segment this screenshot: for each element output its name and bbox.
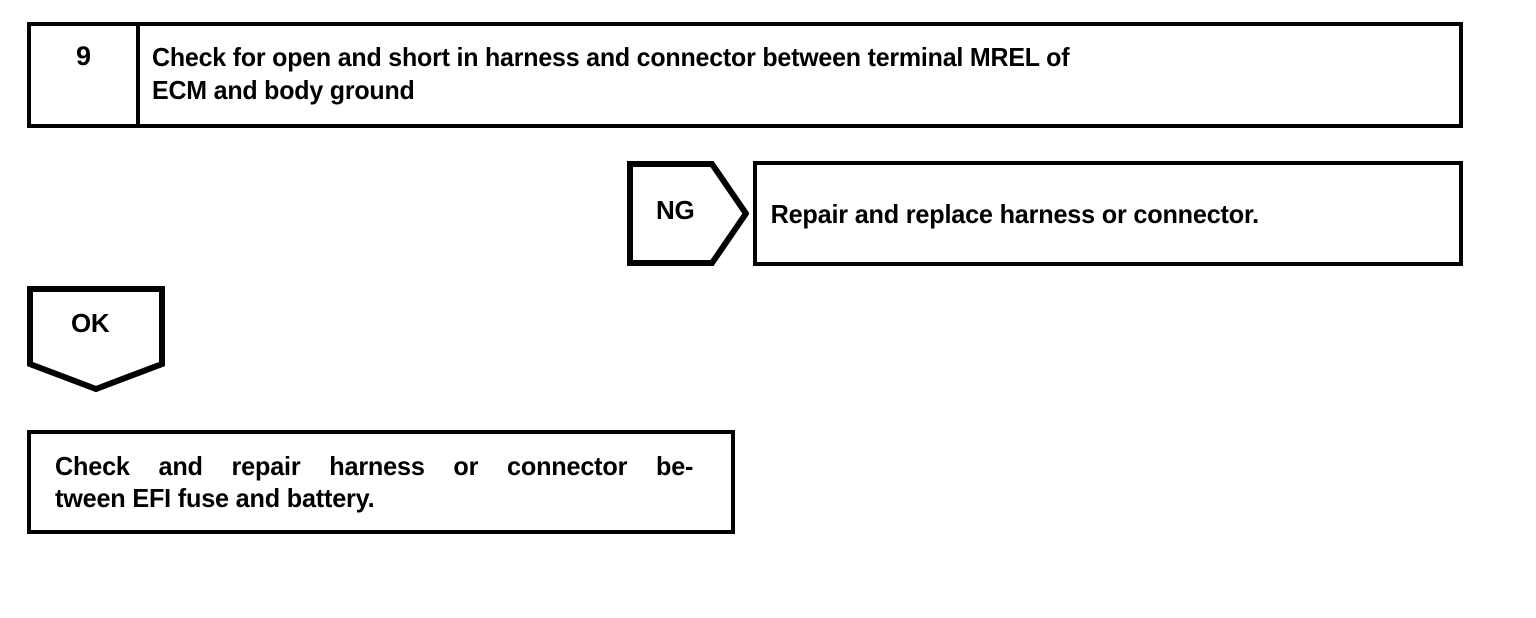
- ng-branch-label: NG: [656, 195, 695, 225]
- step-instruction-cell: Check for open and short in harness and …: [140, 26, 1459, 124]
- ng-result-box: Repair and replace harness or connector.: [753, 161, 1463, 266]
- pentagon-down-icon: [27, 286, 165, 392]
- step-box: 9 Check for open and short in harness an…: [27, 22, 1463, 128]
- ng-result-text: Repair and replace harness or connector.: [770, 198, 1260, 229]
- ok-result-text-line2: tween EFI fuse and battery.: [55, 483, 375, 513]
- ok-result-box: Check and repair harness or connector be…: [27, 430, 735, 534]
- step-number: 9: [75, 41, 92, 71]
- ok-result-text-line1: Check and repair harness or connector be…: [55, 451, 694, 481]
- ok-result-text: Check and repair harness or connector be…: [55, 450, 693, 514]
- step-instruction-text: Check for open and short in harness and …: [152, 42, 1070, 105]
- ok-branch-pentagon: OK: [27, 286, 165, 392]
- ng-branch-pentagon: NG: [627, 161, 749, 266]
- pentagon-right-icon: [627, 161, 749, 266]
- ok-branch-label: OK: [71, 308, 110, 338]
- step-number-cell: 9: [31, 26, 140, 124]
